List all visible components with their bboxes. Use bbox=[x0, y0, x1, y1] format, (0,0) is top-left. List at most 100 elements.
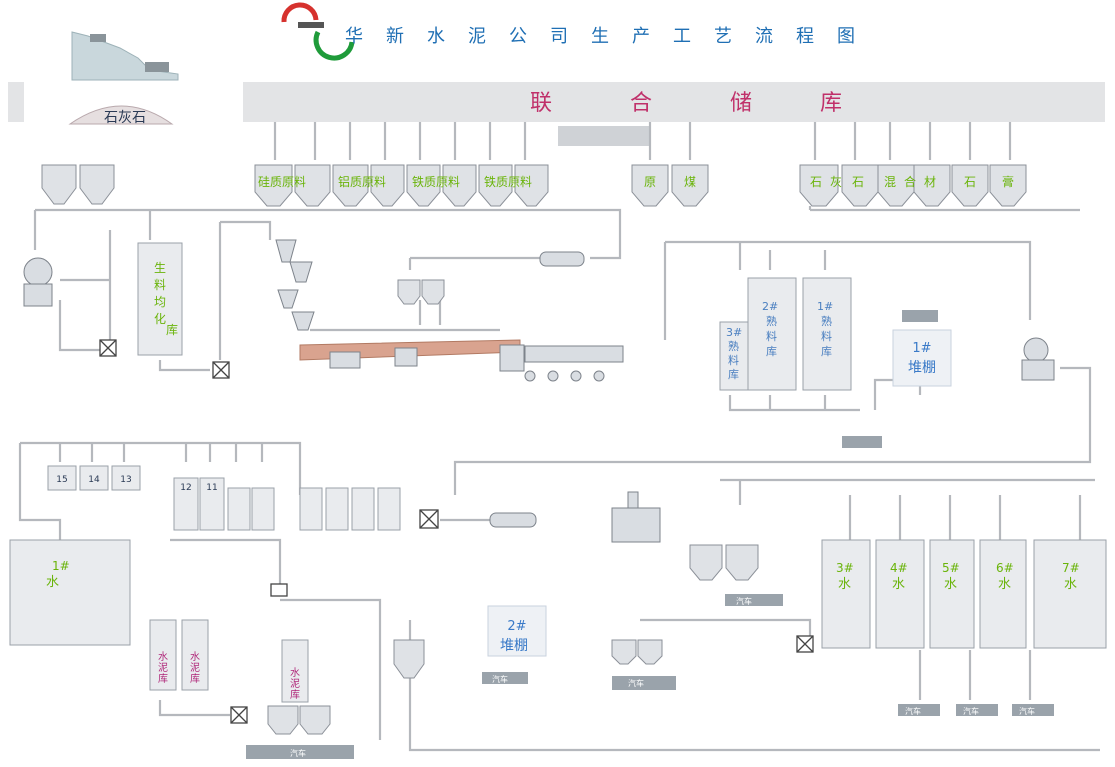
cement-silo-3-id: 3# bbox=[836, 561, 854, 575]
coal-char-2: 煤 bbox=[684, 175, 696, 189]
raw-material-hoppers: 硅质原料 铝质原料 铁质原料 铁质原料 bbox=[254, 164, 549, 207]
cement-bin-2-char-3: 库 bbox=[190, 672, 200, 685]
cement-bin-3-char-2: 泥 bbox=[290, 677, 300, 690]
coal-hoppers: 原 煤 bbox=[631, 164, 709, 207]
cement-mill-lower bbox=[489, 491, 661, 543]
cement-bin-1-char-2: 泥 bbox=[158, 661, 168, 674]
raw-mill-area: 生 料 均 化 库 bbox=[23, 242, 230, 379]
cement-silo-5-char: 水 bbox=[944, 577, 957, 592]
cement-bin-1-char-3: 库 bbox=[158, 672, 168, 685]
clinker-silo-2-id: 2# bbox=[762, 300, 778, 313]
truck-1: 汽车 bbox=[725, 594, 783, 606]
storage-drop-lines bbox=[273, 122, 1012, 160]
clinker-silo-3-char-3: 库 bbox=[728, 368, 739, 381]
valve-1 bbox=[99, 339, 117, 357]
shed-2-name: 2# bbox=[507, 619, 526, 634]
cement-silo-5-id: 5# bbox=[942, 561, 960, 575]
silo-11-label: 11 bbox=[206, 483, 217, 493]
packing-row bbox=[611, 639, 663, 665]
truck-4: 汽车 bbox=[898, 704, 940, 716]
valve-2 bbox=[212, 361, 230, 379]
shed-1-label: 堆棚 bbox=[908, 360, 936, 376]
truck-4-label: 汽车 bbox=[905, 706, 921, 716]
valve-5 bbox=[230, 706, 248, 724]
preheater-tower bbox=[275, 239, 315, 331]
cement-bin-3-char-3: 库 bbox=[290, 688, 300, 701]
coal-bins bbox=[397, 279, 445, 305]
hopper-row: 硅质原料 铝质原料 铁质原料 铁质原料 原 煤 石 灰 石 混 合 材 石 bbox=[41, 164, 1027, 207]
cement-silo-left-char: 水 bbox=[46, 575, 59, 590]
cement-silo-6-id: 6# bbox=[996, 561, 1014, 575]
joint-storage-band: 联 合 储 库 bbox=[8, 82, 1105, 146]
cement-silo-7-id: 7# bbox=[1062, 561, 1080, 575]
bottom-hoppers bbox=[267, 705, 331, 735]
raw-mill-left bbox=[23, 257, 53, 307]
clinker-silo-1-char-2: 料 bbox=[821, 329, 832, 343]
cement-silos-right: 3# 水 4# 水 5# 水 6# 水 7# 水 bbox=[821, 539, 1107, 649]
shed-2: 2# 堆棚 bbox=[487, 605, 547, 657]
cement-silo-left: 1# 水 bbox=[9, 539, 131, 646]
valve-6 bbox=[796, 635, 814, 653]
header: 华新水泥公司生产工艺流程图 bbox=[281, 2, 855, 61]
additive-char-8: 膏 bbox=[1002, 174, 1014, 189]
clinker-silo-1-id: 1# bbox=[817, 300, 833, 313]
cement-silo-6-char: 水 bbox=[998, 577, 1011, 592]
raw-meal-char-3: 均 bbox=[154, 295, 166, 309]
kiln-area bbox=[275, 239, 624, 382]
silo-12-label: 12 bbox=[180, 483, 191, 493]
truck-2: 汽车 bbox=[482, 672, 528, 684]
small-top-silos: 15 14 13 12 11 bbox=[47, 465, 401, 531]
silica-label: 硅质原料 bbox=[258, 175, 306, 189]
additive-char-6: 材 bbox=[924, 175, 936, 189]
additive-char-4: 混 bbox=[884, 175, 896, 189]
cement-bin-2-char-2: 泥 bbox=[190, 661, 200, 674]
additive-char-3: 石 bbox=[852, 175, 864, 189]
limestone-hoppers bbox=[41, 164, 115, 205]
additive-char-1: 石 bbox=[810, 175, 822, 189]
truck-7-label: 汽车 bbox=[290, 748, 306, 758]
cement-bin-3-char-1: 水 bbox=[290, 667, 300, 679]
storage-char-1: 联 bbox=[530, 91, 554, 116]
raw-meal-char-4: 化 bbox=[154, 312, 166, 326]
additive-char-2: 灰 bbox=[830, 175, 842, 189]
cement-bin-1-char-1: 水 bbox=[158, 651, 168, 663]
raw-meal-char-5: 库 bbox=[166, 322, 178, 337]
header-title: 华新水泥公司生产工艺流程图 bbox=[345, 26, 855, 47]
valve-4 bbox=[270, 583, 288, 597]
truck-top-right bbox=[902, 310, 938, 322]
cement-silo-4-id: 4# bbox=[890, 561, 908, 575]
clinker-silo-1-char-3: 库 bbox=[821, 345, 832, 358]
truck-5: 汽车 bbox=[956, 704, 998, 716]
truck-7: 汽车 bbox=[246, 745, 354, 759]
truck-3: 汽车 bbox=[612, 676, 676, 690]
coal-char-1: 原 bbox=[644, 175, 656, 189]
shed-1-name: 1# bbox=[912, 341, 931, 356]
truck-2-label: 汽车 bbox=[492, 674, 508, 684]
truck-3-label: 汽车 bbox=[628, 678, 644, 688]
upper-flow-lines bbox=[33, 206, 1095, 505]
raw-meal-char-1: 生 bbox=[154, 261, 166, 275]
additive-char-7: 石 bbox=[964, 175, 976, 189]
clinker-silos: 3# 熟 料 库 2# 熟 料 库 1# 熟 料 库 bbox=[719, 277, 852, 391]
truck-6-label: 汽车 bbox=[1019, 706, 1035, 716]
storage-char-2: 合 bbox=[630, 91, 654, 116]
clinker-silo-3-char-2: 料 bbox=[728, 353, 739, 367]
truck-quarry-icon bbox=[145, 62, 169, 72]
storage-char-3: 储 bbox=[730, 91, 754, 116]
cement-silo-7-char: 水 bbox=[1064, 577, 1077, 592]
silo-14-label: 14 bbox=[88, 475, 100, 485]
lower-flow-lines bbox=[18, 441, 1100, 752]
clinker-silo-2-char-2: 料 bbox=[766, 329, 777, 343]
additive-char-5: 合 bbox=[904, 174, 916, 189]
raw-meal-char-2: 料 bbox=[154, 278, 166, 292]
storage-char-4: 库 bbox=[820, 91, 844, 116]
coal-mill bbox=[539, 251, 585, 267]
excavator-icon bbox=[90, 34, 106, 42]
cement-bins-small: 水 泥 库 水 泥 库 水 泥 库 bbox=[149, 619, 309, 703]
valve-3 bbox=[419, 509, 439, 529]
cement-mill-right bbox=[1021, 337, 1055, 381]
clinker-silo-3-char-1: 熟 bbox=[728, 339, 739, 353]
additive-hoppers: 石 灰 石 混 合 材 石 膏 bbox=[799, 164, 1027, 207]
iron-label-1: 铁质原料 bbox=[412, 175, 460, 189]
